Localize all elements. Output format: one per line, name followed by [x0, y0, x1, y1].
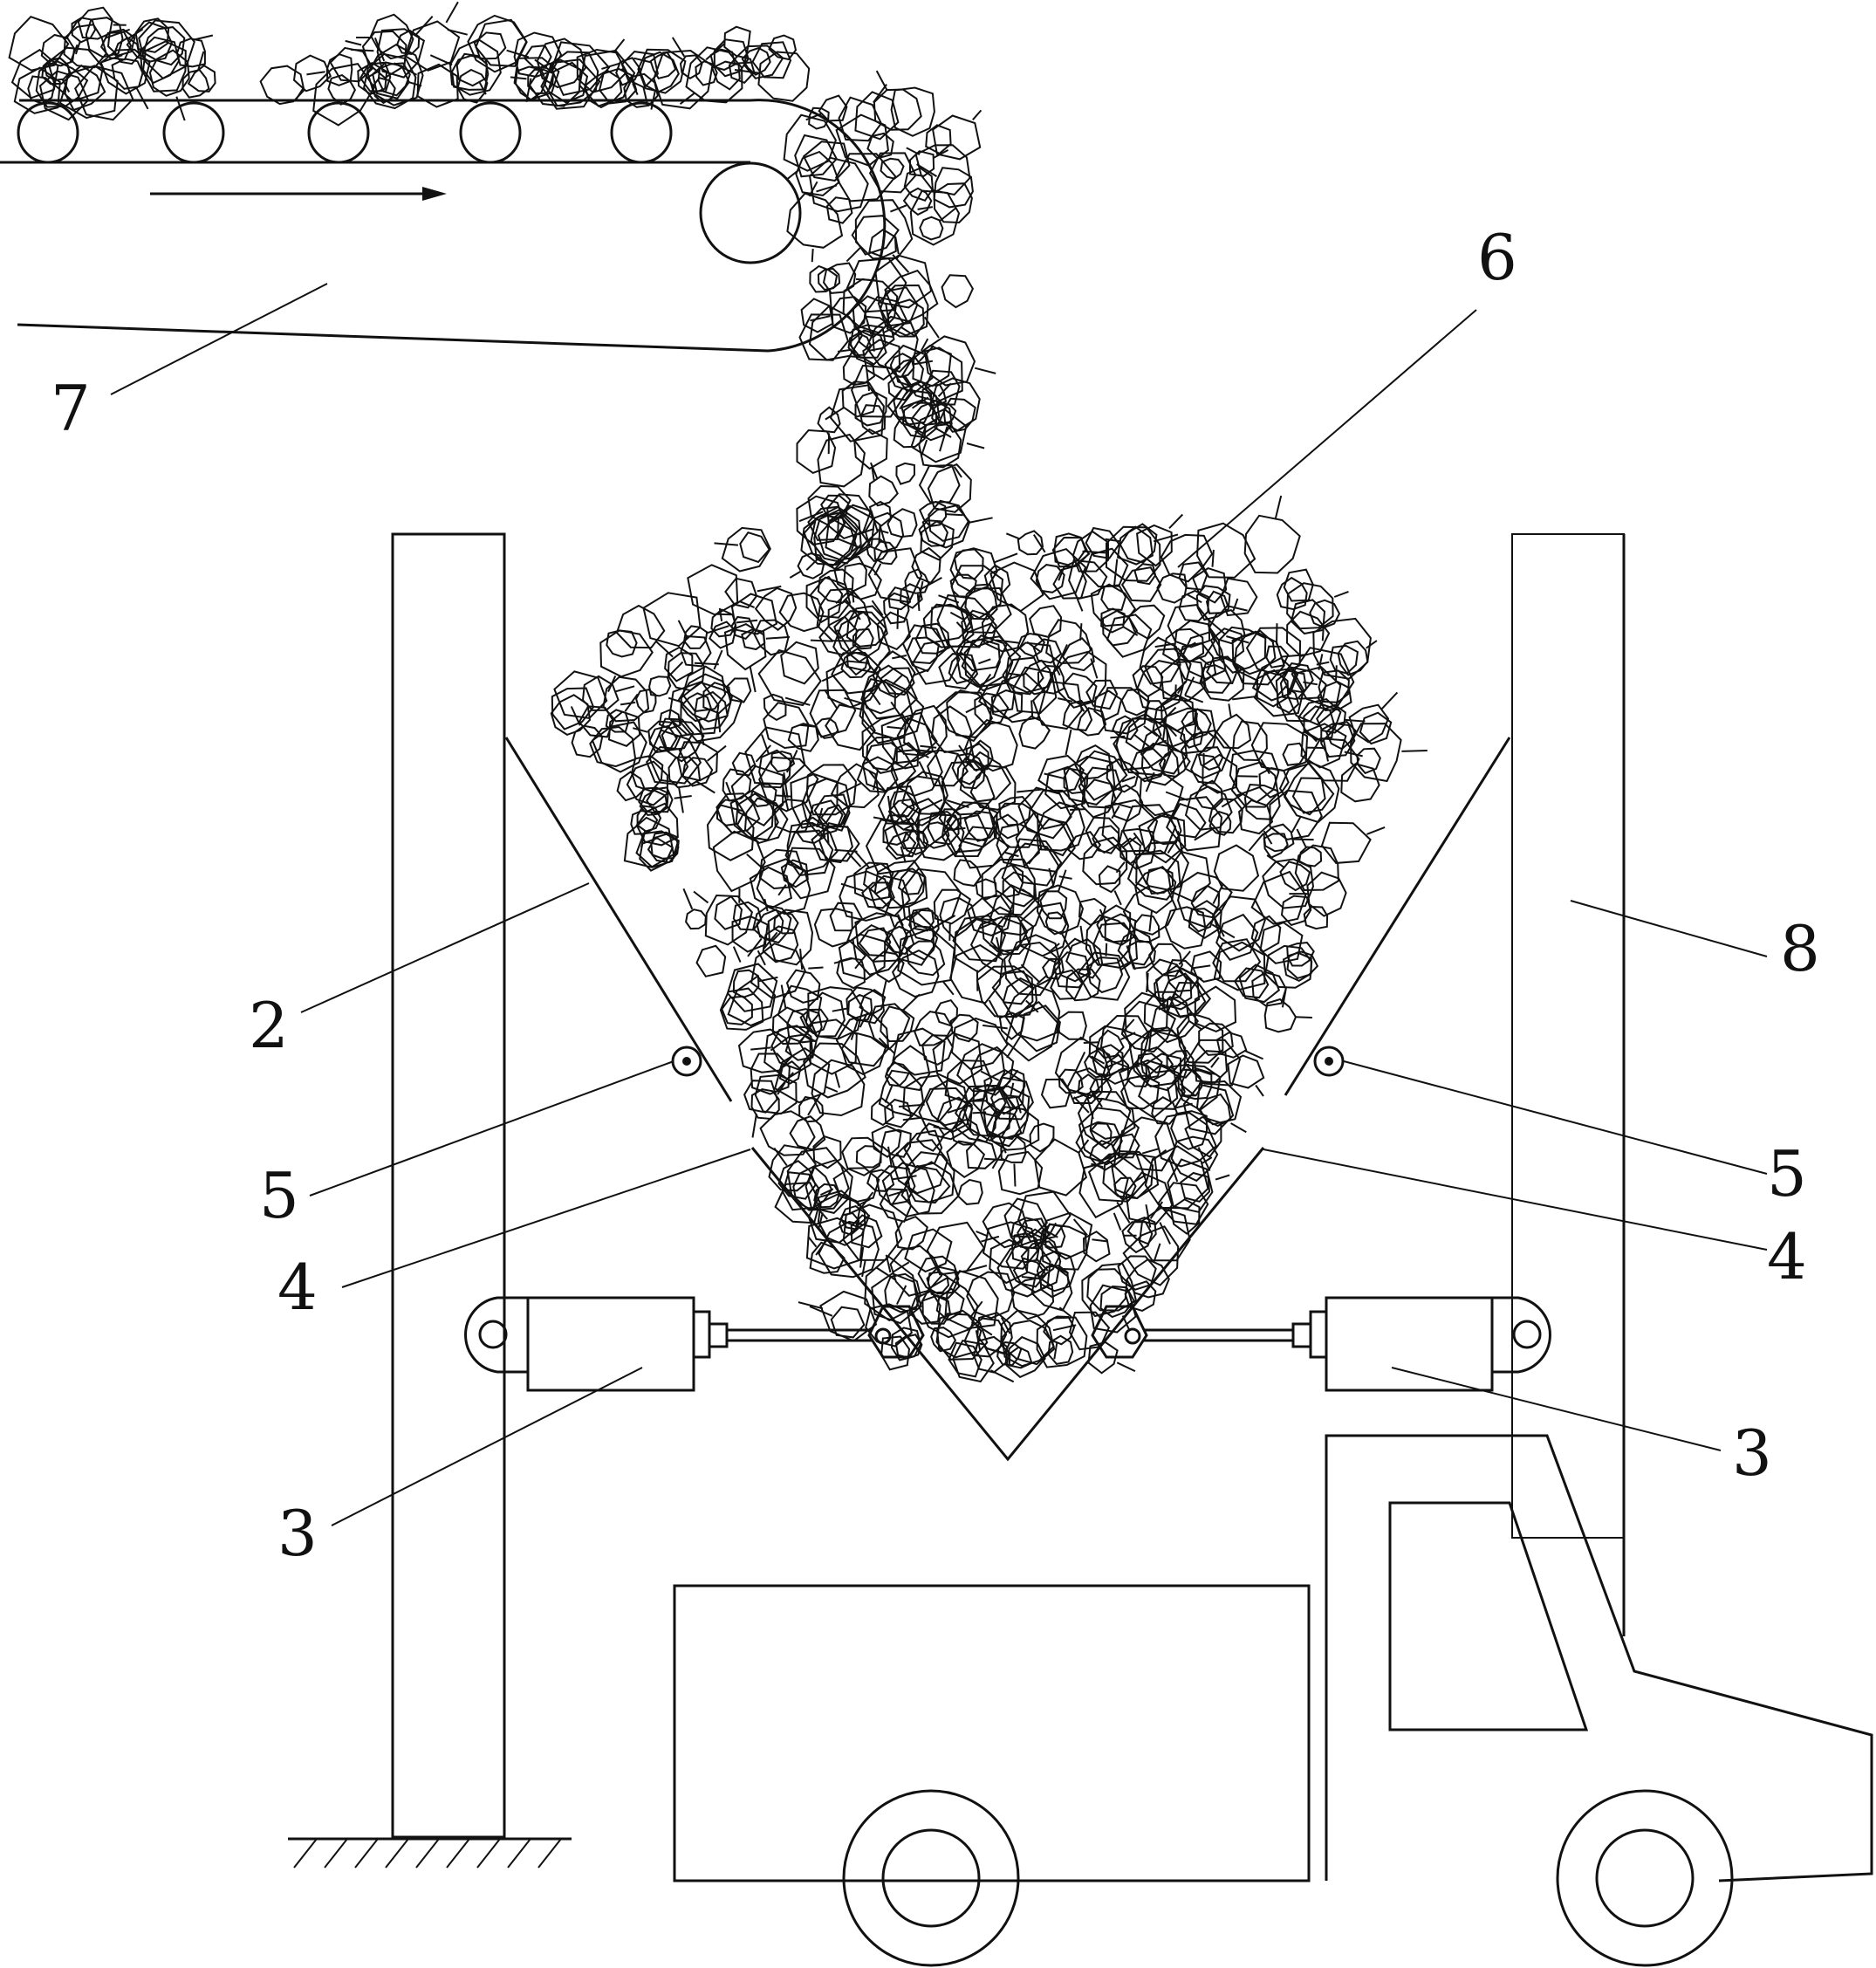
labels: 7 6 2 8 5 5 4 4 3 3	[51, 221, 1820, 1570]
label-5-left: 5	[259, 1159, 299, 1232]
label-2: 2	[249, 989, 289, 1062]
label-7: 7	[51, 372, 91, 445]
right-post	[1511, 533, 1625, 1539]
frame	[288, 532, 1626, 1869]
idler-roller	[17, 101, 79, 164]
leader-lines	[110, 283, 1768, 1526]
label-4-right: 4	[1767, 1220, 1807, 1293]
idler-roller	[459, 101, 522, 164]
truck-window	[1388, 1501, 1589, 1731]
left-post	[391, 532, 506, 1839]
ground-hatch	[293, 1838, 562, 1869]
cylinder-right	[1091, 1296, 1551, 1392]
label-4-left: 4	[277, 1251, 318, 1324]
truck	[673, 1434, 1873, 1967]
conveyor	[0, 99, 887, 353]
idler-roller	[162, 101, 225, 164]
wheel-rear	[842, 1789, 1020, 1967]
material-pile	[8, 1, 1428, 1383]
truck-body	[673, 1584, 1311, 1882]
label-8: 8	[1780, 912, 1820, 985]
hopper-right-wall	[1284, 737, 1511, 1096]
wheel-front	[1556, 1789, 1734, 1967]
cylinder-left	[464, 1296, 925, 1392]
label-5-right: 5	[1767, 1137, 1807, 1210]
direction-arrow	[150, 187, 447, 201]
hinge-right	[1313, 1046, 1345, 1077]
hopper-left-wall	[504, 737, 733, 1102]
label-3-left: 3	[277, 1497, 318, 1570]
drive-roller	[699, 161, 802, 264]
label-6: 6	[1477, 221, 1517, 294]
label-3-right: 3	[1732, 1416, 1772, 1490]
idler-roller	[610, 101, 673, 164]
truck-cab	[1325, 1434, 1873, 1882]
idler-rollers	[17, 101, 673, 164]
